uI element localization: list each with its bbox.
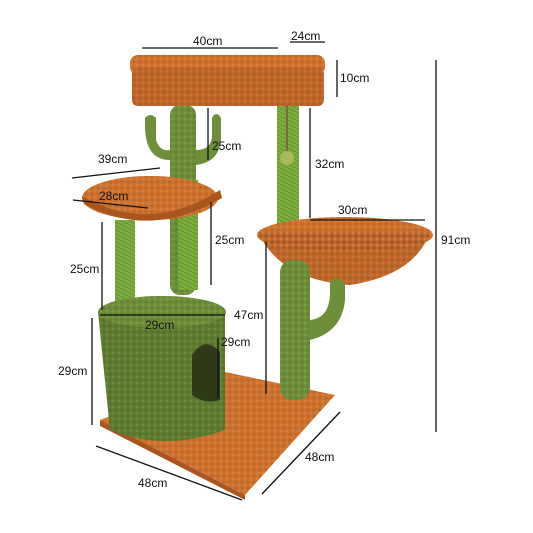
left-post bbox=[115, 220, 135, 312]
top-depth-label: 24cm bbox=[291, 29, 320, 43]
cactus-post-right bbox=[280, 260, 345, 400]
condo-house bbox=[98, 296, 226, 441]
total-height-label: 91cm bbox=[441, 233, 470, 247]
top-width-label: 40cm bbox=[193, 34, 222, 48]
base-width-label: 48cm bbox=[138, 476, 167, 490]
upper-post-label: 25cm bbox=[212, 139, 241, 153]
dimension-lines bbox=[71, 41, 437, 501]
middle-post-label: 25cm bbox=[215, 233, 244, 247]
base-depth-label: 48cm bbox=[305, 450, 334, 464]
hanging-ball-toy bbox=[280, 105, 294, 165]
left-lower-post-label: 25cm bbox=[70, 262, 99, 276]
right-upper-post-label: 32cm bbox=[315, 157, 344, 171]
left-platform-depth-label: 28cm bbox=[99, 189, 128, 203]
condo-height-label: 29cm bbox=[58, 364, 87, 378]
left-platform-width-label: 39cm bbox=[98, 152, 127, 166]
top-platform bbox=[130, 55, 325, 107]
condo-door-label: 29cm bbox=[221, 335, 250, 349]
top-thickness-label: 10cm bbox=[340, 71, 369, 85]
right-lower-post-label: 47cm bbox=[234, 308, 263, 322]
left-platform bbox=[82, 176, 222, 221]
cat-tree bbox=[82, 55, 433, 500]
condo-width-label: 29cm bbox=[145, 318, 174, 332]
condo-door bbox=[192, 344, 220, 402]
hammock-width-label: 30cm bbox=[338, 203, 367, 217]
dimension-labels: 40cm 24cm 10cm 25cm 32cm 39cm 28cm 25cm … bbox=[58, 29, 470, 490]
